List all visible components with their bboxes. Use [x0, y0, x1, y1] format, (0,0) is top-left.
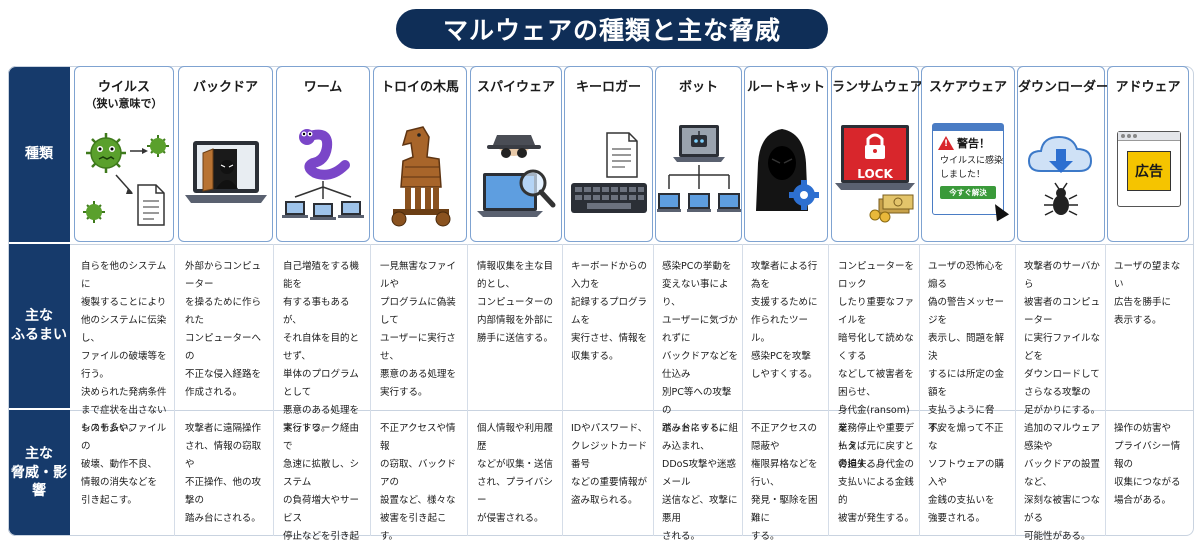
row-header-type: 種類 — [8, 66, 70, 242]
column-rootkit: ルートキット 攻撃者による行為を 支援するために 作られたツール。 感染PCを攻… — [744, 66, 829, 542]
column-adware: アドウェア 広告 ユーザの望まない 広告を勝手に 表示する。 操作の妨害や プラ… — [1107, 66, 1189, 536]
trojan-horse-icon — [391, 126, 451, 227]
type-name: ダウンローダー — [1018, 80, 1110, 95]
fix-now-button[interactable]: 今すぐ解決 — [940, 186, 996, 199]
worm-icon — [282, 129, 364, 220]
worm-illustration — [277, 115, 369, 239]
threat-text: 不正アクセスの隠蔽や 権限昇格などを行い、 発見・駆除を困難に する。 — [751, 423, 818, 542]
type-name: アドウェア — [1115, 80, 1181, 95]
card-bot: ボット — [655, 66, 742, 242]
column-keylogger: キーロガー キーボードからの入力を 記録するプログラムを 実行させ、情報を 収集… — [564, 66, 654, 536]
backdoor-laptop-icon — [184, 141, 267, 203]
lock-label: LOCK — [857, 167, 893, 181]
type-name: ランサムウェア — [832, 80, 923, 95]
type-name: ルートキット — [746, 80, 825, 95]
column-trojan: トロイの木馬 一見無害なファイルや プログラムに偽装して ユーザーに実行させ、 … — [373, 66, 468, 542]
keyboard-document-icon — [570, 132, 647, 213]
ransomware-illustration — [832, 115, 918, 239]
behavior-text: ユーザの恐怖心を煽る 偽の警告メッセージを 表示し、問題を解決 するには所定の金… — [928, 261, 1005, 434]
trojan-illustration — [374, 115, 466, 239]
type-name: スパイウェア — [476, 80, 555, 95]
card-adware: アドウェア 広告 — [1107, 66, 1189, 242]
type-name: バックドア — [192, 80, 258, 95]
row-divider — [70, 244, 1194, 245]
threat-text: 業務停止や重要データ の損失、身代金の 支払いによる金銭的 被害が発生する。 — [838, 423, 915, 524]
card-trojan: トロイの木馬 — [373, 66, 467, 242]
downloader-illustration — [1018, 115, 1104, 239]
column-scareware: スケアウェア ! 警告！ ウイルスに感染 しました！ 今すぐ解決 ユーザの恐怖心… — [921, 66, 1016, 536]
fake-alert-window: ! 警告！ ウイルスに感染 しました！ 今すぐ解決 — [932, 123, 1004, 215]
behavior-text: 攻撃者のサーバから 被害者のコンピューター に実行ファイルなどを ダウンロードし… — [1024, 261, 1101, 416]
browser-window: 広告 — [1117, 131, 1181, 207]
behavior-text: 情報収集を主な目的とし、 コンピューターの 内部情報を外部に 勝手に送信する。 — [477, 261, 554, 344]
threat-text: ネットワーク経由で 急速に拡散し、システム の負荷増大やサービス 停止などを引き… — [283, 423, 360, 542]
alert-body: ウイルスに感染 しました！ — [940, 156, 1004, 180]
column-downloader: ダウンローダー 攻撃者のサーバから 被害者のコンピューター に実行ファイルなどを… — [1017, 66, 1110, 542]
column-virus: ウイルス（狭い意味で） — [74, 66, 175, 536]
behavior-text: キーボードからの入力を 記録するプログラムを 実行させ、情報を 収集する。 — [571, 261, 648, 362]
rootkit-illustration — [745, 115, 827, 239]
type-name: キーロガー — [575, 80, 641, 95]
card-worm: ワーム — [276, 66, 370, 242]
card-downloader: ダウンローダー — [1017, 66, 1110, 242]
cloud-download-icon — [1027, 135, 1093, 216]
spy-icon — [477, 135, 556, 217]
column-backdoor: バックドア 外部からコンピューター を操るために作られた コンピューターへの 不… — [178, 66, 274, 536]
virus-illustration — [75, 115, 173, 239]
column-worm: ワーム 自己増殖をする機能を 有する事もあるが、 それ自体を目的とせず、 単体の… — [276, 66, 371, 542]
keylogger-illustration — [565, 115, 652, 239]
ad-banner[interactable]: 広告 — [1127, 151, 1171, 191]
card-rootkit: ルートキット — [744, 66, 828, 242]
type-subname: （狭い意味で） — [85, 96, 163, 110]
row-header-behavior: 主な ふるまい — [8, 244, 70, 408]
behavior-text: 自らを他のシステムに 複製することにより 他のシステムに伝染し、 ファイルの破壊… — [81, 261, 167, 434]
warning-icon: ! — [938, 136, 954, 150]
column-ransomware: ランサムウェア LOCK コンピューターをロック したり重要なファイルを — [831, 66, 923, 536]
threat-text: システムやファイルの 破壊、動作不良、 情報の消失などを 引き起こす。 — [81, 423, 167, 506]
row-header-threat: 主な 脅威・影響 — [8, 410, 70, 536]
lock-screen-icon — [835, 125, 915, 223]
threat-text: 攻撃者に遠隔操作 され、情報の窃取や 不正操作、他の攻撃の 踏み台にされる。 — [185, 423, 262, 524]
column-bot: ボット 感染PCの挙動を 変えない事により、 ユーザーに気づかれずに バックドア… — [655, 66, 743, 542]
behavior-text: 自己増殖をする機能を 有する事もあるが、 それ自体を目的とせず、 単体のプログラ… — [283, 261, 360, 434]
alert-title: 警告！ — [957, 137, 990, 150]
threat-text: IDやパスワード、 クレジットカード番号 などの重要情報が 盗み取られる。 — [571, 423, 648, 506]
card-backdoor: バックドア — [178, 66, 273, 242]
behavior-text: コンピューターをロック したり重要なファイルを 暗号化して読めなくする などして… — [838, 261, 915, 470]
behavior-text: 外部からコンピューター を操るために作られた コンピューターへの 不正な侵入経路… — [185, 261, 262, 398]
card-scareware: スケアウェア ! 警告！ ウイルスに感染 しました！ 今すぐ解決 — [921, 66, 1015, 242]
backdoor-illustration — [179, 115, 272, 239]
card-virus: ウイルス（狭い意味で） — [74, 66, 174, 242]
card-keylogger: キーロガー — [564, 66, 653, 242]
type-name: ワーム — [303, 80, 343, 95]
bot-network-icon — [656, 125, 741, 212]
virus-icon — [83, 133, 169, 226]
type-name: スケアウェア — [928, 80, 1007, 95]
behavior-text: 攻撃者による行為を 支援するために 作られたツール。 感染PCを攻撃 しやすくす… — [751, 261, 818, 380]
hacker-gear-icon — [756, 129, 819, 211]
threat-text: ボットネットに組み込まれ、 DDoS攻撃や迷惑メール 送信など、攻撃に悪用 され… — [662, 423, 739, 542]
threat-text: 個人情報や利用履歴 などが収集・送信 され、プライバシー が侵害される。 — [477, 423, 554, 524]
threat-text: 操作の妨害や プライバシー情報の 収集につながる 場合がある。 — [1114, 423, 1181, 506]
behavior-text: 感染PCの挙動を 変えない事により、 ユーザーに気づかれずに バックドアなどを仕… — [662, 261, 739, 434]
behavior-text: ユーザの望まない 広告を勝手に 表示する。 — [1114, 261, 1181, 326]
threat-text: 不安を煽って不正な ソフトウェアの購入や 金銭の支払いを 強要される。 — [928, 423, 1005, 524]
spyware-illustration — [471, 115, 561, 239]
card-spyware: スパイウェア — [470, 66, 562, 242]
page-title: マルウェアの種類と主な脅威 — [396, 9, 828, 49]
row-divider — [70, 410, 1194, 411]
type-name: トロイの木馬 — [380, 80, 459, 95]
threat-text: 不正アクセスや情報 の窃取、バックドアの 設置など、様々な 被害を引き起こす。 — [380, 423, 457, 542]
type-name: ボット — [678, 80, 718, 95]
threat-text: 追加のマルウェア感染や バックドアの設置など、 深刻な被害につながる 可能性があ… — [1024, 423, 1101, 542]
bot-illustration — [656, 115, 741, 239]
behavior-text: 一見無害なファイルや プログラムに偽装して ユーザーに実行させ、 悪意のある処理… — [380, 261, 457, 398]
column-spyware: スパイウェア 情報収集を主な目的とし、 コンピューターの 内部情報を外部に 勝手… — [470, 66, 563, 536]
type-name: ウイルス — [97, 80, 150, 95]
card-ransomware: ランサムウェア LOCK — [831, 66, 923, 242]
